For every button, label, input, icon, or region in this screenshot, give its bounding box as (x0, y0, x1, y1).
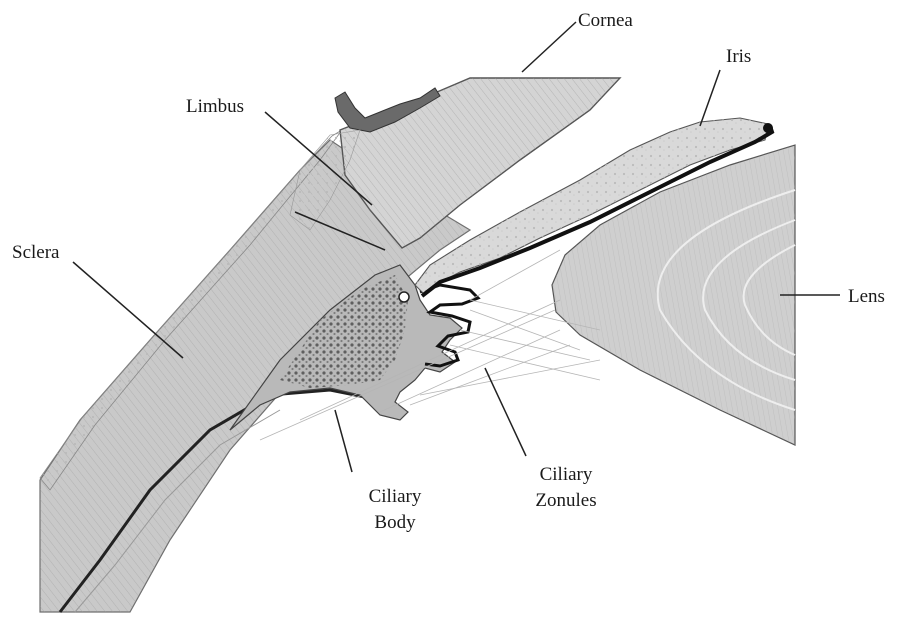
label-cornea: Cornea (578, 8, 633, 34)
label-ciliary-zonules: Ciliary Zonules (518, 462, 614, 514)
leader-line-ciliary-zonules (485, 368, 526, 456)
leader-line-iris (700, 70, 720, 126)
label-iris: Iris (726, 44, 751, 70)
leader-line-ciliary-body (335, 410, 352, 472)
label-ciliary-body-line2: Body (355, 510, 435, 536)
label-limbus: Limbus (186, 94, 244, 120)
label-sclera: Sclera (12, 240, 59, 266)
label-lens: Lens (848, 284, 885, 310)
label-ciliary-body-line1: Ciliary (355, 484, 435, 510)
label-ciliary-zonules-line1: Ciliary (518, 462, 614, 488)
leader-line-sclera (73, 262, 183, 358)
label-ciliary-body: Ciliary Body (355, 484, 435, 536)
leader-line-cornea (522, 22, 576, 72)
label-ciliary-zonules-line2: Zonules (518, 488, 614, 514)
